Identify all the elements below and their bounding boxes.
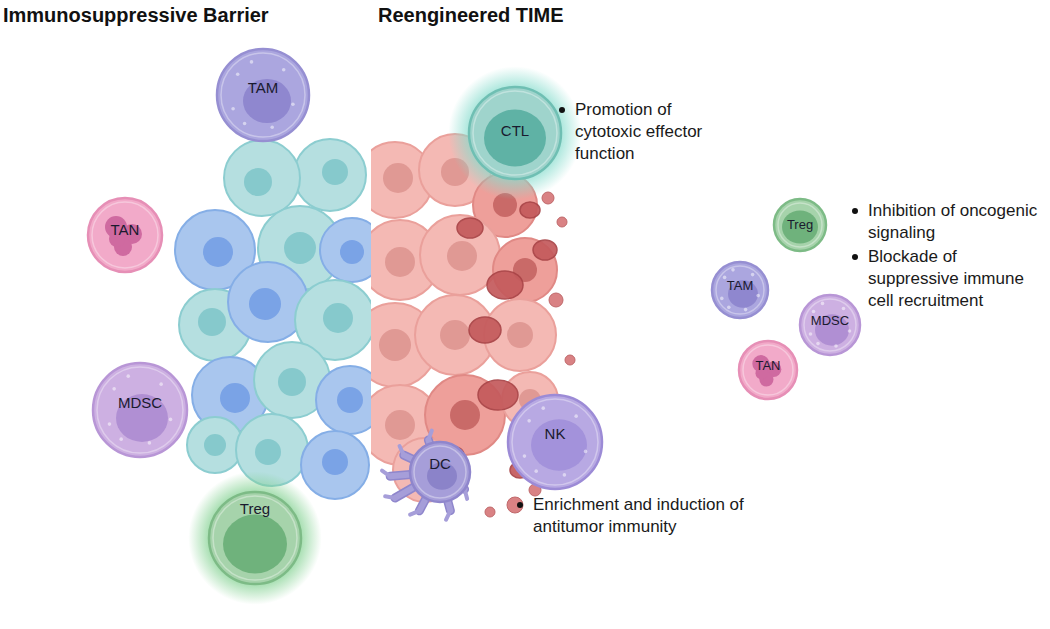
cell-label: Treg xyxy=(787,218,813,231)
cell-label: TAN xyxy=(111,222,140,237)
bullet-text: Promotion of cytotoxic effector function xyxy=(575,99,725,165)
bullet-item: Promotion of cytotoxic effector function xyxy=(575,99,725,165)
region-heading: Immunosuppressive Barrier xyxy=(3,5,269,25)
cell-shape xyxy=(380,412,500,532)
cell-label: Treg xyxy=(240,501,270,516)
cell-node: Treg xyxy=(772,197,828,253)
cell-node: CTL xyxy=(467,85,563,181)
bullet-dot xyxy=(559,107,565,113)
cell-shape xyxy=(91,361,189,459)
cell-node: MDSC xyxy=(798,293,862,357)
bullet-dot xyxy=(852,208,858,214)
bullet-text: Enrichment and induction of antitumor im… xyxy=(533,494,763,538)
cell-label: MDSC xyxy=(811,314,849,327)
cell-node: TAN xyxy=(737,339,799,401)
cell-node: NK xyxy=(506,393,604,491)
cell-label: MDSC xyxy=(118,395,162,410)
region-heading: Reengineered TIME xyxy=(378,5,564,25)
bullet-text: Blockade of suppressive immune cell recr… xyxy=(868,246,1040,312)
cell-node: TAM xyxy=(215,47,311,143)
cell-label: TAN xyxy=(755,359,780,372)
cell-label: CTL xyxy=(501,123,529,138)
bullet-item: Inhibition of oncogenic signaling xyxy=(868,200,1040,244)
cell-label: TAM xyxy=(248,80,279,95)
bullet-item: Blockade of suppressive immune cell recr… xyxy=(868,246,1040,312)
region-half: Immunosuppressive BarrierTAM TAN MDSC Treg xyxy=(0,0,372,629)
cell-node: Treg xyxy=(207,490,303,586)
cell-node: MDSC xyxy=(91,361,189,459)
cell-node: TAM xyxy=(710,260,770,320)
cell-shape xyxy=(506,393,604,491)
cell-node: TAN xyxy=(86,196,164,274)
bullet-text: Inhibition of oncogenic signaling xyxy=(868,200,1040,244)
bullet-dot xyxy=(852,254,858,260)
bullet-dot xyxy=(517,502,523,508)
cell-label: DC xyxy=(429,456,451,471)
bullet-item: Enrichment and induction of antitumor im… xyxy=(533,494,763,538)
cell-shape xyxy=(215,47,311,143)
cell-label: TAM xyxy=(727,279,753,292)
cell-node: DC xyxy=(380,412,500,532)
cell-label: NK xyxy=(545,426,566,441)
